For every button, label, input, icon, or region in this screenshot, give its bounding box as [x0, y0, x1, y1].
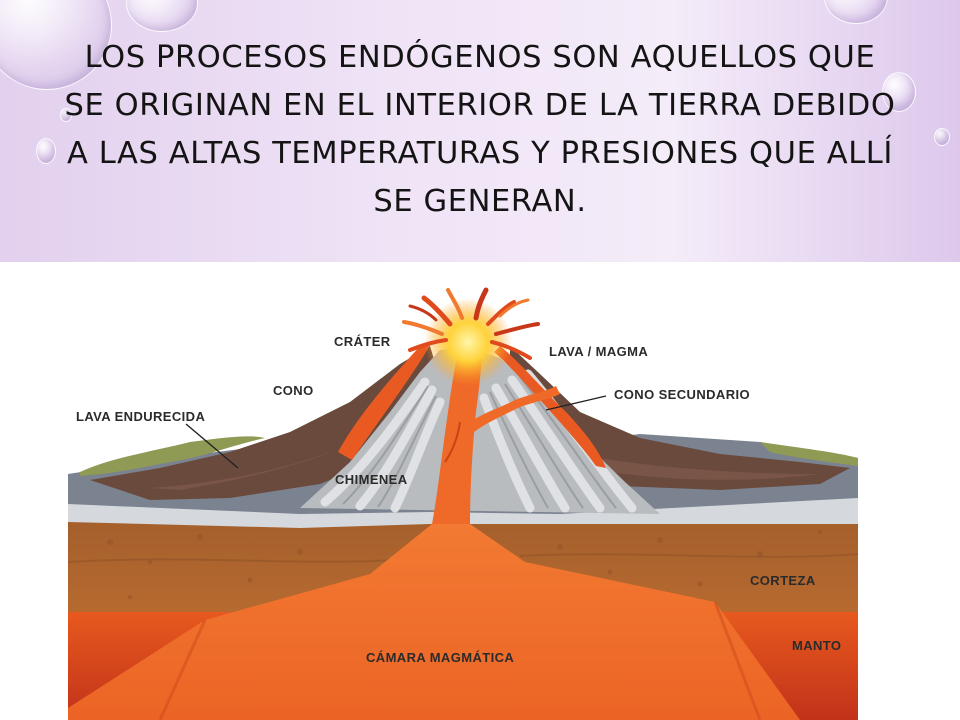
- label-crater: CRÁTER: [334, 334, 391, 349]
- crust-texture: [107, 530, 822, 602]
- magma-chamber: [68, 524, 800, 720]
- water-drop-decoration: [934, 128, 950, 146]
- label-lava-magma: LAVA / MAGMA: [549, 344, 648, 359]
- label-chimney: CHIMENEA: [335, 472, 408, 487]
- eruption-spatter: [402, 287, 540, 360]
- lava-flow-right: [494, 346, 606, 468]
- label-mantle: MANTO: [792, 638, 841, 653]
- label-cone: CONO: [273, 383, 314, 398]
- volcano-diagram: CRÁTER LAVA / MAGMA CONO CONO SECUNDARIO…: [0, 262, 960, 720]
- lava-flow-left: [338, 342, 432, 460]
- volcano-illustration: CRÁTER LAVA / MAGMA CONO CONO SECUNDARIO…: [67, 287, 859, 720]
- water-drop-decoration: [882, 72, 916, 112]
- callout-lines: [185, 395, 607, 469]
- water-drop-decoration: [60, 108, 72, 122]
- water-drop-decoration: [824, 0, 888, 24]
- secondary-vent: [470, 386, 560, 432]
- slide-header: Los procesos endógenos son aquellos que …: [0, 0, 960, 262]
- label-magma-chamber: CÁMARA MAGMÁTICA: [366, 650, 514, 665]
- water-drop-decoration: [36, 138, 56, 164]
- label-secondary-cone: CONO SECUNDARIO: [614, 387, 750, 402]
- vegetation-right: [760, 442, 858, 466]
- water-drop-decoration: [126, 0, 198, 32]
- label-crust: CORTEZA: [750, 573, 816, 588]
- label-hardened-lava: LAVA ENDURECIDA: [76, 409, 205, 424]
- slide-title: Los procesos endógenos son aquellos que …: [64, 40, 896, 219]
- vegetation-left: [80, 436, 265, 476]
